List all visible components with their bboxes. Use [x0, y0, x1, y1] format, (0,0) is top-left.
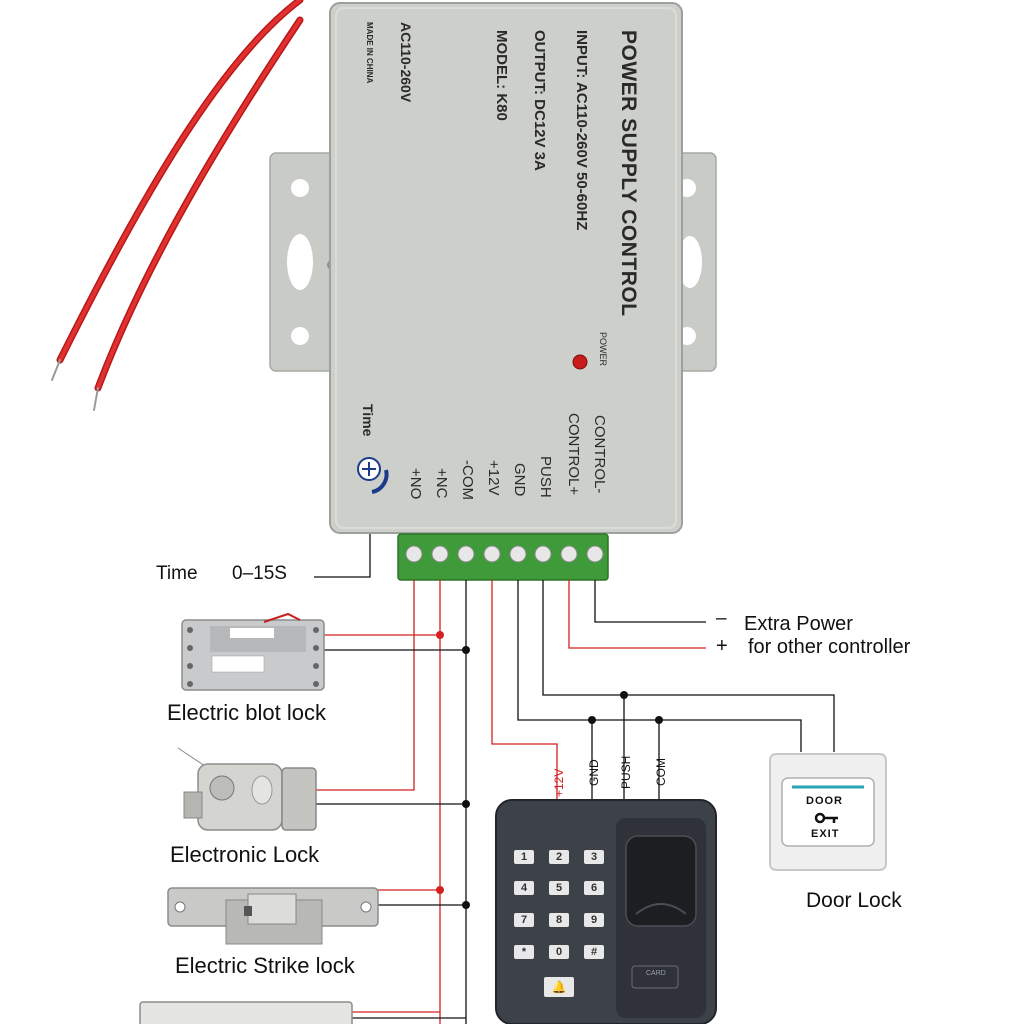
terminal-label-control-minus: CONTROL- [591, 415, 608, 494]
keypad-key-3[interactable]: 3 [584, 850, 604, 864]
time-knob-label: Time [360, 404, 376, 437]
keypad-card-label: CARD [646, 970, 666, 977]
terminal-label-nc: +NC [433, 468, 450, 499]
wire-junction-dots [436, 631, 663, 909]
keypad-key-8[interactable]: 8 [549, 913, 569, 927]
keypad-pin-label-push: PUSH [619, 755, 633, 789]
terminal-label-plus12v: +12V [485, 460, 502, 496]
keypad-key-6[interactable]: 6 [584, 881, 604, 895]
keypad-key-hash[interactable]: # [584, 945, 604, 959]
made-in-label: MADE IN CHINA [365, 22, 374, 84]
keypad-key-0[interactable]: 0 [549, 945, 569, 959]
power-supply-title: POWER SUPPLY CONTROL [617, 30, 640, 317]
door-lock-caption: Door Lock [806, 889, 902, 912]
keypad-pin-label-gnd: GND [587, 759, 601, 786]
extra-power-plus: + [716, 635, 728, 657]
power-supply-model: MODEL: K80 [493, 30, 510, 121]
door-exit-button [769, 753, 887, 871]
power-led [572, 354, 588, 370]
exit-button-top-text: DOOR [806, 795, 843, 807]
electronic-lock-image [177, 747, 317, 831]
extra-power-minus: – [716, 608, 727, 629]
time-leader-line [314, 534, 371, 578]
exit-button-bottom-text: EXIT [811, 828, 840, 840]
terminal-label-com: -COM [459, 460, 476, 500]
power-supply-input-spec: INPUT: AC110-260V 50-60HZ [573, 30, 590, 231]
terminal-label-gnd: GND [511, 463, 528, 497]
fingerprint-keypad [495, 799, 717, 1024]
lock-caption-strike: Electric Strike lock [175, 953, 355, 978]
time-range-label: 0–15S [232, 563, 287, 584]
time-label: Time [156, 563, 198, 584]
keypad-pin-label-12v: +12V [552, 768, 566, 797]
keypad-key-7[interactable]: 7 [514, 913, 534, 927]
extra-power-label: Extra Power [744, 613, 853, 635]
electric-strike-lock-image [167, 887, 379, 945]
red-wires [316, 580, 706, 1024]
power-supply-enclosure [329, 2, 683, 534]
keypad-key-4[interactable]: 4 [514, 881, 534, 895]
terminal-block [397, 533, 609, 581]
black-wires [316, 580, 835, 1024]
keypad-key-1[interactable]: 1 [514, 850, 534, 864]
keypad-key-2[interactable]: 2 [549, 850, 569, 864]
key-icon [814, 812, 838, 824]
lock-caption-bolt: Electric blot lock [167, 700, 326, 725]
power-supply-output-spec: OUTPUT: DC12V 3A [531, 30, 548, 171]
terminal-label-control-plus: CONTROL+ [565, 413, 582, 496]
time-adjust-knob[interactable] [357, 457, 389, 494]
bell-icon: 🔔 [551, 980, 567, 994]
terminal-label-push: PUSH [537, 456, 554, 498]
keypad-pin-label-com: COM [654, 758, 668, 786]
lock-caption-electronic: Electronic Lock [170, 842, 320, 867]
electric-bolt-lock-image [181, 612, 325, 691]
extra-power-sublabel: for other controller [748, 636, 911, 658]
keypad-key-5[interactable]: 5 [549, 881, 569, 895]
terminal-label-no: +NO [407, 468, 424, 500]
keypad-key-9[interactable]: 9 [584, 913, 604, 927]
keypad-key-star[interactable]: * [514, 945, 534, 959]
magnetic-lock-image [139, 1001, 353, 1024]
power-supply-voltage: AC110-260V [398, 22, 414, 103]
keypad-bell-button[interactable]: 🔔 [544, 977, 574, 997]
terminal-screws [405, 545, 604, 563]
mains-input-wires [51, 0, 304, 411]
power-led-label: POWER [598, 332, 608, 367]
